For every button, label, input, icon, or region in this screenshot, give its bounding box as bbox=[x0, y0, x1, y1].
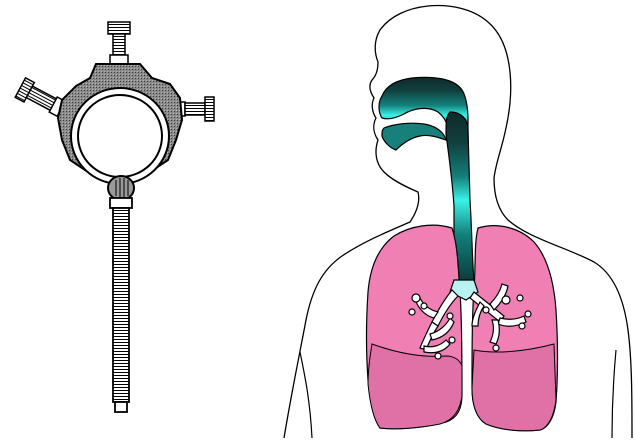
left-lung-lower-lobe bbox=[368, 344, 462, 429]
right-lung-lower-lobe bbox=[472, 344, 556, 431]
halter-device bbox=[15, 22, 214, 412]
device-ring-inner bbox=[78, 95, 162, 177]
top-screw-icon bbox=[108, 22, 130, 65]
threaded-rod-icon bbox=[113, 208, 129, 412]
joint-knob-icon bbox=[108, 176, 134, 208]
respiratory-figure bbox=[284, 6, 632, 438]
